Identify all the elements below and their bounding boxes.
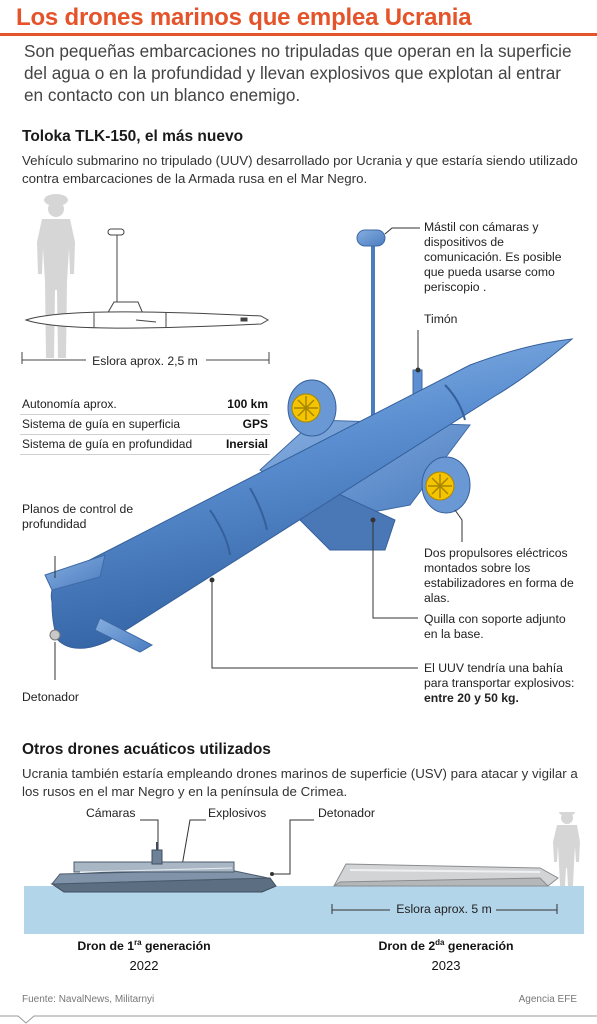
gen1-year: 2022 bbox=[129, 958, 159, 973]
detonator-annotation: Detonador bbox=[22, 690, 79, 704]
cameras-label: Cámaras bbox=[86, 806, 136, 820]
spec-value: Inersial bbox=[225, 437, 268, 451]
gen2-name: Dron de 2 bbox=[378, 939, 436, 954]
footer-agency: Agencia EFE bbox=[518, 994, 577, 1005]
toloka-title: Toloka TLK-150, el más nuevo bbox=[22, 128, 244, 145]
detonator-label-usv: Detonador bbox=[318, 806, 375, 820]
gen1-suffix: generación bbox=[141, 939, 211, 954]
uuv-illustration bbox=[44, 227, 574, 680]
usv-length-dimension bbox=[331, 904, 558, 914]
bay-annotation-text: El UUV tendría una bahía para transporta… bbox=[424, 661, 575, 690]
bay-annotation-weight: entre 20 y 50 kg. bbox=[424, 691, 519, 705]
depth-plane-upper bbox=[44, 554, 106, 591]
propulsors-annotation: Dos propulsores eléctricos montados sobr… bbox=[424, 546, 574, 605]
spec-row: Sistema de guía en superficia GPS bbox=[20, 414, 270, 435]
usv-length-label: Eslora aprox. 5 m bbox=[396, 902, 492, 916]
depth-plane-lower bbox=[94, 617, 154, 653]
gen1-sup: ra bbox=[134, 938, 142, 947]
footer-frame bbox=[0, 1015, 597, 1024]
detonator-tip bbox=[49, 629, 61, 641]
leader-lines bbox=[54, 227, 463, 680]
toloka-side-view bbox=[21, 194, 270, 364]
footer-source: Fuente: NavalNews, Militarnyi bbox=[22, 994, 155, 1005]
spec-row: Autonomía aprox. 100 km bbox=[20, 394, 270, 415]
human-silhouette-small bbox=[553, 812, 580, 886]
others-title: Otros drones acuáticos utilizados bbox=[22, 741, 271, 758]
intro-text: Son pequeñas embarcaciones no tripuladas… bbox=[24, 41, 572, 105]
mast-camera-pod bbox=[356, 229, 386, 247]
spec-key: Sistema de guía en superficia bbox=[22, 417, 181, 431]
gen2-caption: Dron de 2da generación bbox=[366, 938, 526, 953]
keel-annotation: Quilla con soporte adjunto en la base. bbox=[424, 612, 566, 641]
gen1-caption: Dron de 1ra generación bbox=[64, 938, 224, 953]
length-dimension-line bbox=[21, 352, 270, 364]
spec-key: Sistema de guía en profundidad bbox=[22, 437, 193, 451]
gen2-year: 2023 bbox=[431, 958, 461, 973]
mast-annotation: Mástil con cámaras y dispositivos de com… bbox=[424, 220, 562, 294]
usv-gen1-boat bbox=[50, 842, 277, 893]
bay-annotation: El UUV tendría una bahía para transporta… bbox=[424, 661, 584, 706]
gen2-suffix: generación bbox=[444, 939, 514, 954]
spec-key: Autonomía aprox. bbox=[22, 397, 117, 411]
right-propulsor bbox=[421, 456, 471, 514]
spec-value: 100 km bbox=[227, 397, 268, 411]
water bbox=[24, 886, 584, 934]
left-propulsor bbox=[287, 379, 337, 437]
toloka-length-label: Eslora aprox. 2,5 m bbox=[90, 354, 200, 369]
toloka-description: Vehículo submarino no tripulado (UUV) de… bbox=[22, 153, 578, 186]
others-description: Ucrania también estaría empleando drones… bbox=[22, 766, 578, 799]
gen1-name: Dron de 1 bbox=[77, 939, 135, 954]
title-underline bbox=[0, 33, 597, 36]
uuv-side-drawing bbox=[24, 228, 270, 329]
spec-row: Sistema de guía en profundidad Inersial bbox=[20, 434, 270, 455]
gen2-sup: da bbox=[435, 938, 445, 947]
spec-value: GPS bbox=[242, 417, 268, 431]
rudder-annotation: Timón bbox=[424, 312, 458, 326]
explosives-label: Explosivos bbox=[208, 806, 267, 820]
usv-illustration bbox=[24, 812, 584, 934]
depth-planes-annotation: Planos de control de profundidad bbox=[22, 502, 134, 531]
page-title: Los drones marinos que emplea Ucrania bbox=[16, 4, 472, 31]
usv-gen2-boat bbox=[332, 863, 559, 887]
